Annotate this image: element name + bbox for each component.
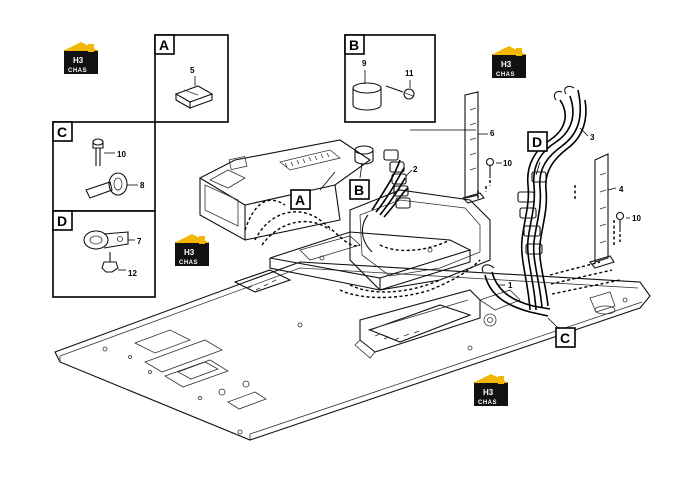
callout-c-letter: C — [560, 330, 570, 346]
central-assembly — [269, 189, 521, 359]
control-unit — [198, 139, 371, 241]
part-number-3: 3 — [590, 133, 595, 142]
detail-view-b: B 9 11 — [344, 34, 436, 123]
nut-icon — [101, 252, 126, 273]
detail-view-a: A 5 — [154, 34, 229, 123]
bolt-10-center — [485, 157, 495, 186]
detail-c-letter: C — [57, 124, 67, 140]
svg-text:CHAS: CHAS — [496, 72, 515, 78]
part-number-10-center: 10 — [503, 159, 512, 168]
callout-b: B — [349, 179, 370, 200]
p-clip-icon — [85, 172, 138, 199]
svg-text:H3: H3 — [184, 248, 195, 257]
part-number-12: 12 — [128, 269, 137, 278]
svg-text:CHAS: CHAS — [478, 400, 497, 406]
bolt-icon — [385, 80, 415, 100]
callout-a: A — [290, 189, 311, 210]
right-harness — [517, 85, 621, 311]
part-number-9: 9 — [362, 59, 367, 68]
part-number-7: 7 — [137, 237, 142, 246]
part-number-11: 11 — [405, 69, 414, 78]
part-number-10-right: 10 — [632, 214, 641, 223]
detail-view-c: C 10 8 — [52, 121, 156, 212]
harness-connectors — [383, 149, 411, 209]
svg-text:H3: H3 — [483, 388, 494, 397]
part-number-8: 8 — [140, 181, 145, 190]
leaders — [319, 127, 630, 329]
watermark-logo-2: H3 CHAS — [491, 46, 527, 78]
callout-d: D — [527, 131, 548, 152]
watermark-logo-3: H3 CHAS — [174, 234, 210, 266]
svg-text:H3: H3 — [73, 56, 84, 65]
part-number-6: 6 — [490, 129, 495, 138]
main-cable — [481, 264, 551, 317]
detail-b-letter: B — [349, 37, 359, 53]
watermark-logo-1: H3 CHAS — [63, 42, 99, 74]
part-number-10-detail: 10 — [117, 150, 126, 159]
detail-c-label-box — [52, 121, 73, 142]
detail-b-label-box — [344, 34, 365, 55]
detail-a-letter: A — [159, 37, 169, 53]
svg-text:CHAS: CHAS — [68, 68, 87, 74]
clamp-icon — [352, 70, 382, 111]
callout-d-letter: D — [532, 134, 542, 150]
detail-a-label-box — [154, 34, 175, 55]
wiring-harness — [244, 145, 481, 299]
detail-d-label-box — [52, 210, 73, 231]
tie-mount-icon — [174, 76, 214, 109]
detail-d-letter: D — [57, 213, 67, 229]
clamp-b — [354, 145, 374, 165]
double-clip-icon — [83, 230, 135, 250]
part-number-2: 2 — [413, 165, 418, 174]
bolt-10-right — [615, 211, 625, 242]
callout-c: C — [555, 327, 576, 348]
part-number-5: 5 — [190, 66, 195, 75]
terminal-strip — [279, 149, 341, 171]
base-plate — [54, 261, 651, 441]
bracket-4 — [574, 153, 615, 269]
screw-icon — [92, 138, 115, 166]
svg-text:CHAS: CHAS — [179, 260, 198, 266]
part-number-4: 4 — [619, 185, 624, 194]
rails — [233, 269, 472, 343]
callout-a-letter: A — [295, 192, 305, 208]
right-connectors — [517, 171, 547, 255]
watermark-logo-4: H3 CHAS — [473, 374, 509, 406]
part-number-1: 1 — [508, 281, 513, 290]
svg-text:H3: H3 — [501, 60, 512, 69]
bracket-6 — [461, 91, 487, 204]
callout-b-letter: B — [354, 182, 364, 198]
detail-view-d: D 7 12 — [52, 210, 156, 298]
